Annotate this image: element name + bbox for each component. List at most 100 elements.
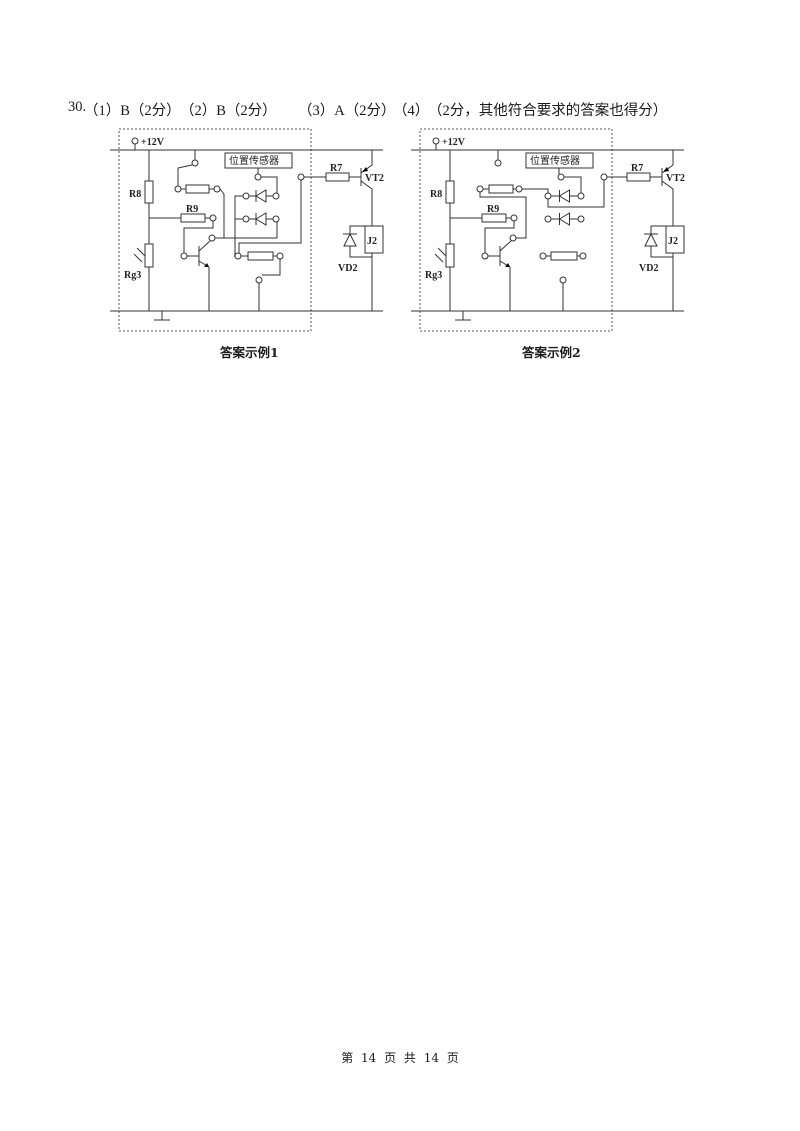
diode <box>249 189 273 203</box>
terminal <box>254 173 262 181</box>
terminal <box>432 137 440 145</box>
r8-label: R8 <box>430 189 442 200</box>
resistor <box>247 251 274 261</box>
terminal <box>559 276 567 284</box>
resistor-r8 <box>445 180 455 204</box>
circuit-diagrams: +12VR8Rg3R9位置传感器R7VT2J2VD2+12VR8Rg3R9位置传… <box>110 128 685 332</box>
terminal <box>255 276 263 284</box>
terminal <box>174 185 182 193</box>
vd2-label: VD2 <box>639 263 658 274</box>
terminal <box>272 192 280 200</box>
photoresistor-rg3 <box>445 243 455 268</box>
wire <box>650 246 673 258</box>
wire <box>522 188 549 193</box>
terminal <box>544 215 552 223</box>
terminal <box>213 185 221 193</box>
question-number: 30. <box>68 99 87 115</box>
relay-j2 <box>665 225 685 254</box>
j2-label: J2 <box>668 236 678 247</box>
wire <box>215 188 225 239</box>
terminal <box>509 234 517 242</box>
wire <box>547 180 605 208</box>
vd2-label: VD2 <box>338 263 357 274</box>
wire <box>198 240 211 252</box>
wire <box>183 221 214 253</box>
supply-label: +12V <box>141 137 165 148</box>
wire <box>261 176 278 193</box>
wire <box>349 246 372 258</box>
light-arrow <box>136 247 146 257</box>
diode <box>551 189 578 203</box>
resistor <box>185 184 210 194</box>
photoresistor-rg3 <box>144 243 154 268</box>
sensor-label: 位置传感器 <box>229 154 279 167</box>
terminal <box>242 215 250 223</box>
transistor-vt1 <box>481 221 517 311</box>
diode-triangle <box>558 189 570 203</box>
module-boundary <box>118 128 312 332</box>
diode-vd2 <box>343 232 357 247</box>
wire <box>349 225 372 234</box>
emitter-arrow <box>362 167 368 172</box>
terminal <box>494 159 502 167</box>
light-arrow <box>434 253 444 263</box>
diode-triangle <box>255 212 267 226</box>
terminal <box>481 252 489 260</box>
wire <box>650 225 673 234</box>
wire <box>661 180 674 226</box>
diagram-caption-2: 答案示例2 <box>522 345 581 360</box>
terminal <box>515 185 523 193</box>
terminal <box>209 214 217 222</box>
diode-triangle <box>343 232 357 247</box>
diode-triangle <box>644 232 658 247</box>
terminal <box>276 252 284 260</box>
wire <box>238 180 302 253</box>
terminal <box>297 173 305 181</box>
wire <box>360 180 373 226</box>
diode <box>249 212 273 226</box>
terminal <box>476 185 484 193</box>
emitter-arrow <box>204 263 209 267</box>
diode <box>551 212 578 226</box>
wire <box>479 192 527 239</box>
wire <box>224 222 278 239</box>
wire <box>499 240 512 252</box>
terminal <box>510 214 518 222</box>
r8-label: R8 <box>129 189 141 200</box>
resistor-r9 <box>481 213 507 223</box>
rg3-label: Rg3 <box>124 270 141 281</box>
answer-part-2: （2）B（2分） <box>180 103 277 119</box>
transistor-vt1 <box>180 221 216 311</box>
resistor-r8 <box>144 180 154 204</box>
terminal <box>131 137 139 145</box>
terminal <box>557 173 565 181</box>
resistor-r7 <box>325 172 350 182</box>
wire <box>262 259 281 276</box>
resistor-r7 <box>626 172 651 182</box>
rg3-label: Rg3 <box>425 270 442 281</box>
relay-j2 <box>364 225 384 254</box>
vt2-label: VT2 <box>365 173 384 184</box>
vt2-label: VT2 <box>666 173 685 184</box>
r7-label: R7 <box>631 163 643 174</box>
terminal <box>544 192 552 200</box>
answer-part-4: （4） <box>393 103 430 119</box>
supply-label: +12V <box>442 137 466 148</box>
terminal <box>577 192 585 200</box>
sensor-label: 位置传感器 <box>530 154 580 167</box>
module-boundary <box>419 128 613 332</box>
j2-label: J2 <box>367 236 377 247</box>
transistor-vt2 <box>360 150 373 226</box>
wire <box>484 221 515 253</box>
emitter-arrow <box>505 263 510 267</box>
light-arrow <box>437 247 447 257</box>
wire <box>564 176 582 193</box>
diode-triangle <box>255 189 267 203</box>
terminal <box>242 192 250 200</box>
terminal <box>600 173 608 181</box>
r9-label: R9 <box>487 204 499 215</box>
answer-part-1: （1）B（2分） <box>84 103 181 119</box>
diode-vd2 <box>644 232 658 247</box>
